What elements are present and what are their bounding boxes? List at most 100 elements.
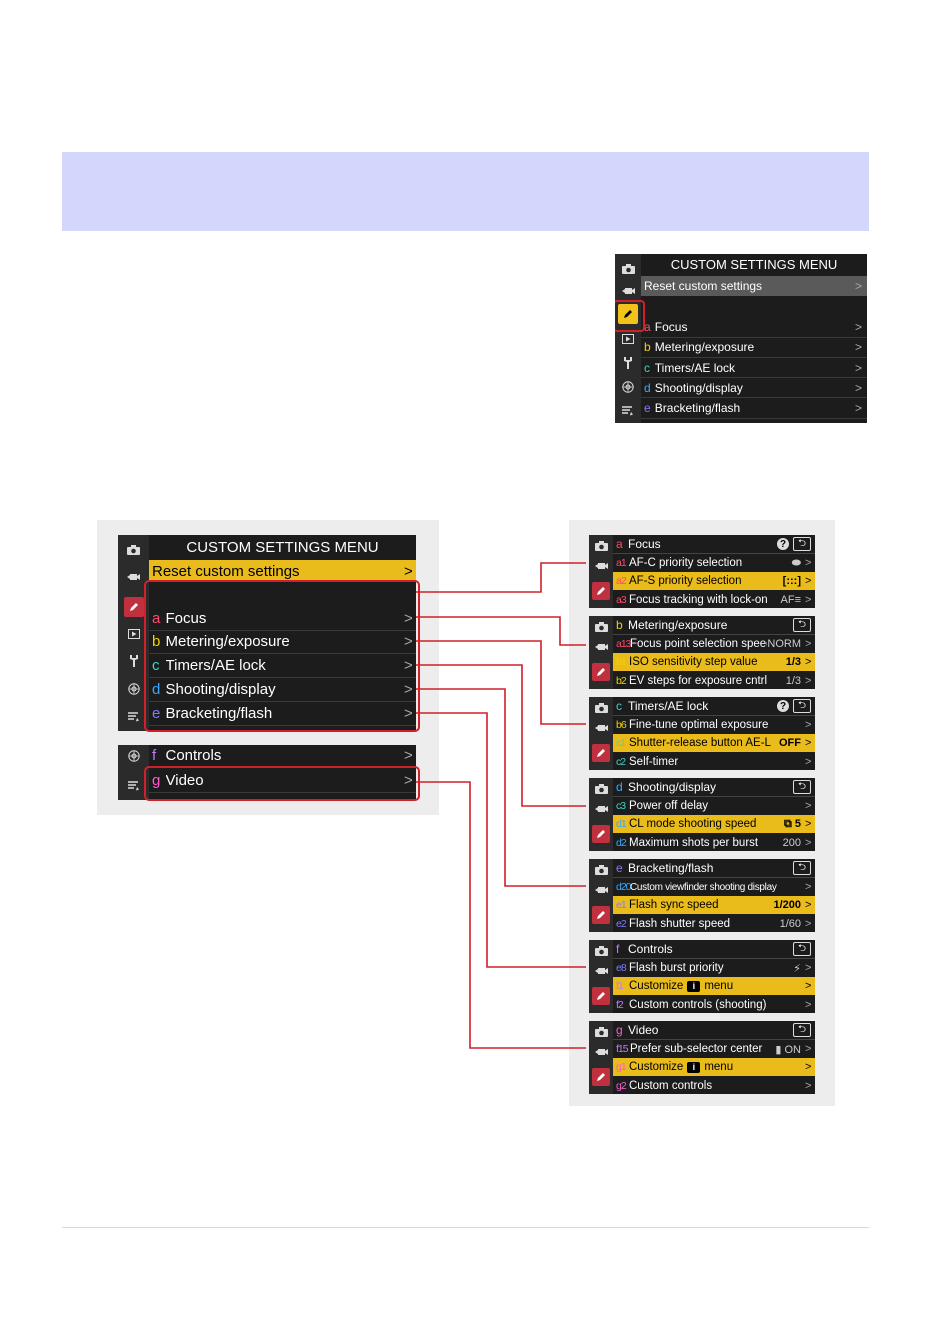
- video-icon[interactable]: [589, 883, 613, 897]
- playback-icon[interactable]: [118, 627, 149, 641]
- network-icon[interactable]: [118, 682, 149, 696]
- back-icon[interactable]: ⮌: [793, 618, 811, 632]
- item-value: 1/3: [785, 674, 801, 687]
- video-icon[interactable]: [589, 1045, 613, 1059]
- menu-item-reset[interactable]: Reset custom settings>: [641, 276, 867, 296]
- my-menu-icon[interactable]: [118, 710, 149, 724]
- pencil-icon[interactable]: [592, 906, 610, 924]
- camera-icon[interactable]: [589, 782, 613, 796]
- wrench-icon[interactable]: [118, 654, 149, 668]
- wrench-icon[interactable]: [615, 356, 641, 370]
- help-icon[interactable]: ?: [777, 538, 789, 550]
- item-code: a1: [616, 557, 627, 569]
- menu-item-reset[interactable]: Reset custom settings>: [149, 560, 416, 582]
- back-icon[interactable]: ⮌: [793, 780, 811, 794]
- my-menu-icon[interactable]: [118, 779, 149, 793]
- video-icon[interactable]: [589, 559, 613, 573]
- video-icon[interactable]: [615, 284, 641, 298]
- camera-icon[interactable]: [589, 701, 613, 715]
- pencil-icon[interactable]: [618, 304, 638, 324]
- my-menu-icon[interactable]: [615, 404, 641, 418]
- network-icon[interactable]: [615, 380, 641, 394]
- video-icon[interactable]: [589, 640, 613, 654]
- camera-icon[interactable]: [118, 543, 149, 557]
- back-icon[interactable]: ⮌: [793, 942, 811, 956]
- pencil-icon[interactable]: [592, 1068, 610, 1086]
- video-icon[interactable]: [589, 802, 613, 816]
- item-code: f1: [616, 980, 624, 993]
- pencil-icon[interactable]: [592, 825, 610, 843]
- menu-item-label: Controls: [655, 421, 855, 423]
- menu-letter: c: [152, 657, 160, 675]
- submenu-title: Focus: [628, 537, 661, 551]
- help-icon[interactable]: ?: [777, 700, 789, 712]
- back-icon[interactable]: ⮌: [793, 537, 811, 551]
- camera-icon[interactable]: [615, 262, 641, 276]
- back-icon[interactable]: ⮌: [793, 699, 811, 713]
- chevron-right-icon: >: [805, 800, 812, 812]
- chevron-right-icon: >: [805, 1079, 812, 1092]
- camera-icon[interactable]: [589, 620, 613, 634]
- item-code: b1: [616, 656, 627, 669]
- video-icon[interactable]: [118, 570, 149, 584]
- i-menu-icon: i: [687, 980, 701, 992]
- pencil-icon[interactable]: [592, 987, 610, 1005]
- camera-icon[interactable]: [589, 539, 613, 553]
- pencil-icon[interactable]: [123, 597, 144, 617]
- pencil-icon[interactable]: [592, 663, 610, 681]
- network-icon[interactable]: [118, 749, 149, 763]
- playback-icon[interactable]: [615, 332, 641, 346]
- camera-screen-custom-settings: CUSTOM SETTINGS MENU Reset custom settin…: [615, 254, 867, 423]
- back-icon[interactable]: ⮌: [793, 1023, 811, 1037]
- footer-rule: [62, 1227, 869, 1228]
- back-icon[interactable]: ⮌: [793, 861, 811, 875]
- camera-icon[interactable]: [589, 944, 613, 958]
- video-icon[interactable]: [589, 721, 613, 735]
- item-label: ISO sensitivity step value: [629, 656, 786, 668]
- menu-letter: f: [152, 729, 166, 731]
- video-icon[interactable]: [589, 964, 613, 978]
- camera-icon[interactable]: [589, 1025, 613, 1039]
- pencil-icon[interactable]: [592, 582, 610, 600]
- item-label-text: menu: [704, 980, 734, 993]
- camera-icon[interactable]: [589, 863, 613, 877]
- pencil-icon[interactable]: [592, 744, 610, 762]
